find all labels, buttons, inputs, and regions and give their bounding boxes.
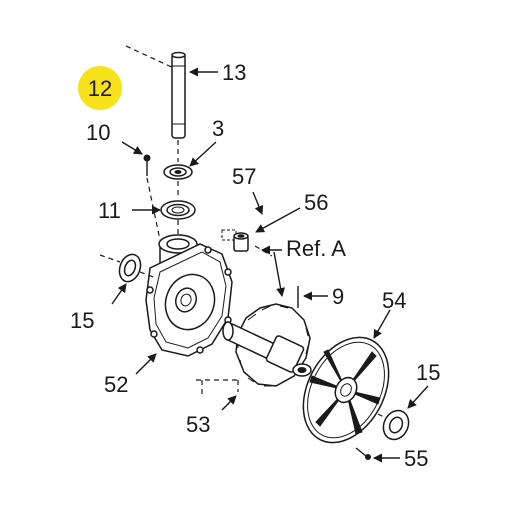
callout-12: 12 xyxy=(88,76,112,101)
seal-part-15-right xyxy=(382,409,410,441)
seal-ring-part-3 xyxy=(163,164,193,180)
callout-ref-a: Ref. A xyxy=(286,236,346,261)
callout-9: 9 xyxy=(332,284,344,309)
drive-shaft xyxy=(222,320,312,377)
leader-lines xyxy=(111,67,429,463)
callout-15-right: 15 xyxy=(416,360,440,385)
callout-3: 3 xyxy=(212,116,224,141)
bearing-part-11 xyxy=(160,200,196,220)
fitting-part-56 xyxy=(233,232,249,252)
callout-13: 13 xyxy=(222,60,246,85)
shaft-part-13 xyxy=(171,51,186,139)
callout-53: 53 xyxy=(186,412,210,437)
fitting-part-57 xyxy=(221,229,237,241)
pump-housing-part-52 xyxy=(145,234,233,357)
callout-54: 54 xyxy=(382,288,406,313)
callout-55: 55 xyxy=(404,446,428,471)
seal-part-15-left xyxy=(118,253,142,283)
callout-10: 10 xyxy=(86,120,110,145)
callout-57: 57 xyxy=(232,164,256,189)
highlight-circle xyxy=(78,66,122,110)
screw-part-10 xyxy=(143,154,151,176)
screw-part-55 xyxy=(355,447,371,460)
callout-52: 52 xyxy=(104,372,128,397)
callout-15-left: 15 xyxy=(70,308,94,333)
impeller-plate-part-54 xyxy=(302,336,390,444)
callout-11: 11 xyxy=(98,198,121,223)
callout-56: 56 xyxy=(304,190,328,215)
